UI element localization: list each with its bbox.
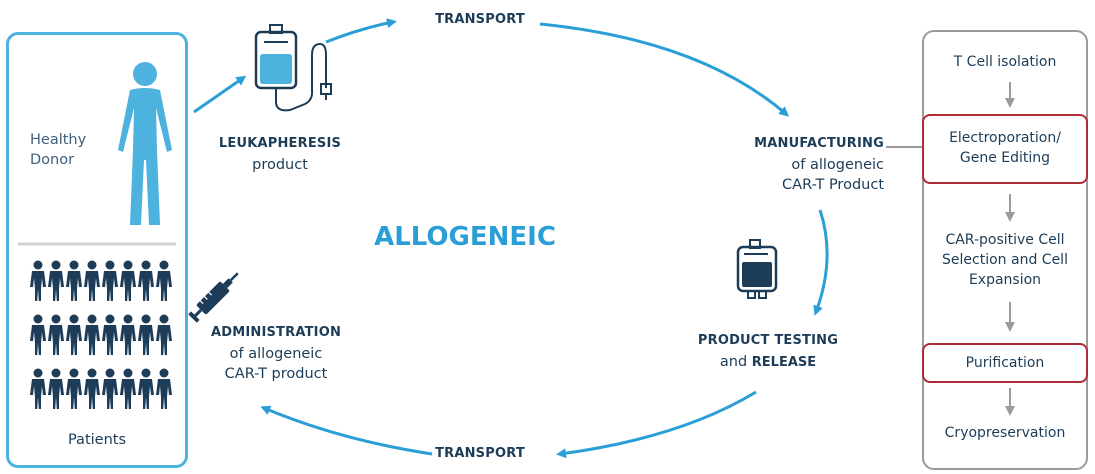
step-car-selection: CAR-positive Cell Selection and Cell Exp… [942,232,1068,288]
arrow-donor-to-leuka [193,75,247,114]
step-cryopreservation: Cryopreservation [944,425,1066,441]
step-purification: Purification [965,355,1045,371]
product-testing-label: PRODUCT TESTING and RELEASE [697,333,839,370]
arrow-transport-to-manufacturing [539,22,790,117]
iv-bag-icon [254,24,332,112]
step-purification-box [922,343,1088,383]
donor-figure-icon [118,62,172,225]
and-word: and [719,354,748,370]
arrow-testing-to-transport [556,390,757,459]
administration-label: ADMINISTRATION of allogeneic CAR-T produ… [210,325,342,382]
transport-top-label: TRANSPORT [435,12,525,27]
step-electroporation: Electroporation/ Gene Editing [949,130,1061,166]
patients-label: Patients [67,432,127,448]
arrow-manufacturing-to-testing [813,209,829,316]
manufacturing-label: MANUFACTURING of allogeneic CAR-T Produc… [754,136,884,193]
patients-crowd-icon [30,260,172,409]
allogeneic-title: ALLOGENEIC [374,222,556,252]
arrow-transport-to-administration [260,405,433,456]
leukapheresis-label: LEUKAPHERESIS product [218,136,342,173]
arrow-leuka-to-transport [325,18,397,44]
manufacturing-steps-panel [922,30,1088,470]
syringe-icon [188,272,239,323]
donor-label: Healthy Donor [30,132,87,168]
transport-bottom-label: TRANSPORT [435,446,525,461]
step-electroporation-box [922,114,1088,184]
donor-patients-panel [6,32,188,468]
release-word: RELEASE [751,355,817,370]
step-t-cell-isolation: T Cell isolation [953,54,1057,70]
product-bag-icon [736,239,778,299]
